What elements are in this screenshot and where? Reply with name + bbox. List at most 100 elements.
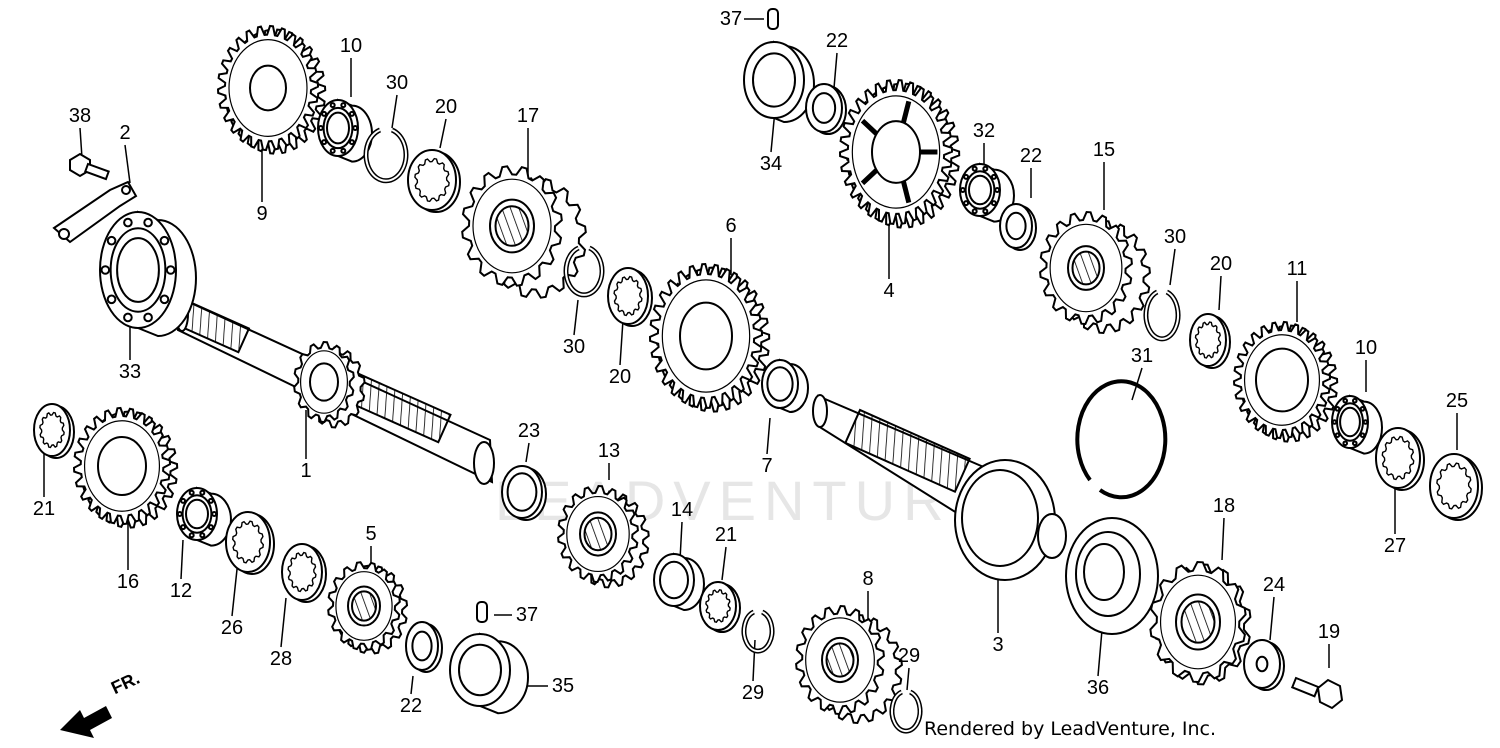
bolt-38: [69, 152, 110, 181]
part-callout-l9: 9: [256, 203, 268, 225]
part-callout-l4: 4: [883, 280, 895, 302]
gear-5: [327, 561, 409, 655]
part-callout-l31: 31: [1130, 345, 1154, 367]
part-callout-l10a: 10: [339, 35, 363, 57]
part-callout-l22a: 22: [399, 695, 423, 717]
part-callout-l19: 19: [1317, 621, 1341, 643]
part-callout-l36: 36: [1086, 677, 1110, 699]
part-callout-l24: 24: [1262, 574, 1286, 596]
part-callout-l17: 17: [516, 105, 540, 127]
gear-8: [795, 604, 903, 725]
part-callout-l30a: 30: [385, 72, 409, 94]
snap-ring-31: [1075, 379, 1168, 500]
washer-24: [1243, 639, 1285, 691]
part-callout-l14: 14: [670, 499, 694, 521]
part-callout-l32: 32: [972, 120, 996, 142]
dowel-pin-37a: [476, 601, 488, 623]
gear-13: [557, 484, 650, 589]
part-callout-l1: 1: [300, 460, 312, 482]
part-callout-l37a: 37: [515, 604, 539, 626]
part-callout-l33: 33: [118, 361, 142, 383]
part-callout-l7: 7: [761, 455, 773, 477]
bolt-19: [1290, 676, 1344, 710]
gear-6: [648, 262, 771, 413]
part-callout-l22c: 22: [1019, 145, 1043, 167]
gear-on-shaft-1: [293, 340, 366, 429]
part-callout-l12: 12: [169, 580, 193, 602]
part-callout-l21b: 21: [714, 524, 738, 546]
part-callout-l30b: 30: [562, 336, 586, 358]
needle-bearing-32: [959, 162, 1015, 223]
part-callout-l5: 5: [365, 523, 377, 545]
oil-seal-36: [1065, 517, 1159, 635]
part-callout-l26: 26: [220, 617, 244, 639]
circlip-30b: [563, 245, 605, 298]
part-callout-l34: 34: [759, 153, 783, 175]
part-callout-l27: 27: [1383, 535, 1407, 557]
part-callout-l35: 35: [551, 675, 575, 697]
washer-21a: [33, 403, 75, 459]
needle-bearing-10b: [1331, 394, 1383, 455]
washer-22a: [405, 621, 443, 673]
washer-20b: [607, 267, 653, 327]
part-callout-l3: 3: [992, 634, 1004, 656]
part-callout-l13: 13: [597, 440, 621, 462]
part-callout-l8: 8: [862, 568, 874, 590]
needle-bearing-10a: [317, 98, 373, 163]
part-callout-l18: 18: [1212, 495, 1236, 517]
gear-4: [838, 79, 961, 229]
part-callout-l29b: 29: [897, 645, 921, 667]
part-callout-l25: 25: [1445, 390, 1469, 412]
gear-9: [216, 24, 327, 155]
washer-20c: [1189, 313, 1231, 369]
front-direction-arrow: [60, 706, 112, 738]
part-callout-l21a: 21: [32, 498, 56, 520]
setting-plate-2: [52, 180, 138, 244]
part-callout-l20c: 20: [1209, 253, 1233, 275]
bushing-34: [743, 40, 815, 124]
sprocket-18: [1149, 560, 1252, 686]
part-callout-l28: 28: [269, 648, 293, 670]
gear-17: [461, 165, 587, 299]
washer-22b: [805, 83, 847, 135]
circlip-30c: [1143, 289, 1181, 342]
gear-11: [1232, 320, 1339, 443]
needle-bearing-12: [176, 486, 232, 547]
part-callout-l23: 23: [517, 420, 541, 442]
washer-20a: [407, 149, 461, 213]
circlip-29a: [741, 609, 775, 654]
part-callout-l6: 6: [725, 215, 737, 237]
part-callout-l10b: 10: [1354, 337, 1378, 359]
part-callout-l11: 11: [1286, 258, 1308, 280]
part-callout-l29a: 29: [741, 682, 765, 704]
lock-washer-28: [281, 543, 327, 603]
bearing-35: [449, 632, 529, 715]
part-callout-l20b: 20: [608, 366, 632, 388]
washer-21b: [699, 581, 741, 633]
bearing-33: [99, 210, 197, 338]
part-callout-l30c: 30: [1163, 226, 1187, 248]
part-callout-l16: 16: [116, 571, 140, 593]
bushing-7: [761, 358, 809, 414]
washer-23: [501, 465, 547, 521]
part-callout-l15: 15: [1092, 139, 1116, 161]
gear-16: [72, 406, 179, 529]
part-callout-l37b: 37: [719, 8, 743, 30]
lock-washer-26: [225, 511, 275, 575]
part-callout-l38: 38: [68, 105, 92, 127]
render-credit: Rendered by LeadVenture, Inc.: [924, 718, 1217, 740]
bushing-14: [653, 552, 705, 612]
washer-22c: [999, 203, 1037, 251]
circlip-30a: [363, 127, 409, 184]
part-callout-l20a: 20: [434, 96, 458, 118]
gear-15: [1039, 210, 1151, 335]
lock-washer-25: [1429, 453, 1483, 521]
countershaft-3: [812, 394, 1067, 581]
dowel-pin-37b: [767, 8, 779, 30]
lock-washer-27: [1375, 427, 1425, 491]
part-callout-l22b: 22: [825, 30, 849, 52]
part-callout-l2: 2: [119, 122, 131, 144]
circlip-29b: [889, 689, 923, 734]
